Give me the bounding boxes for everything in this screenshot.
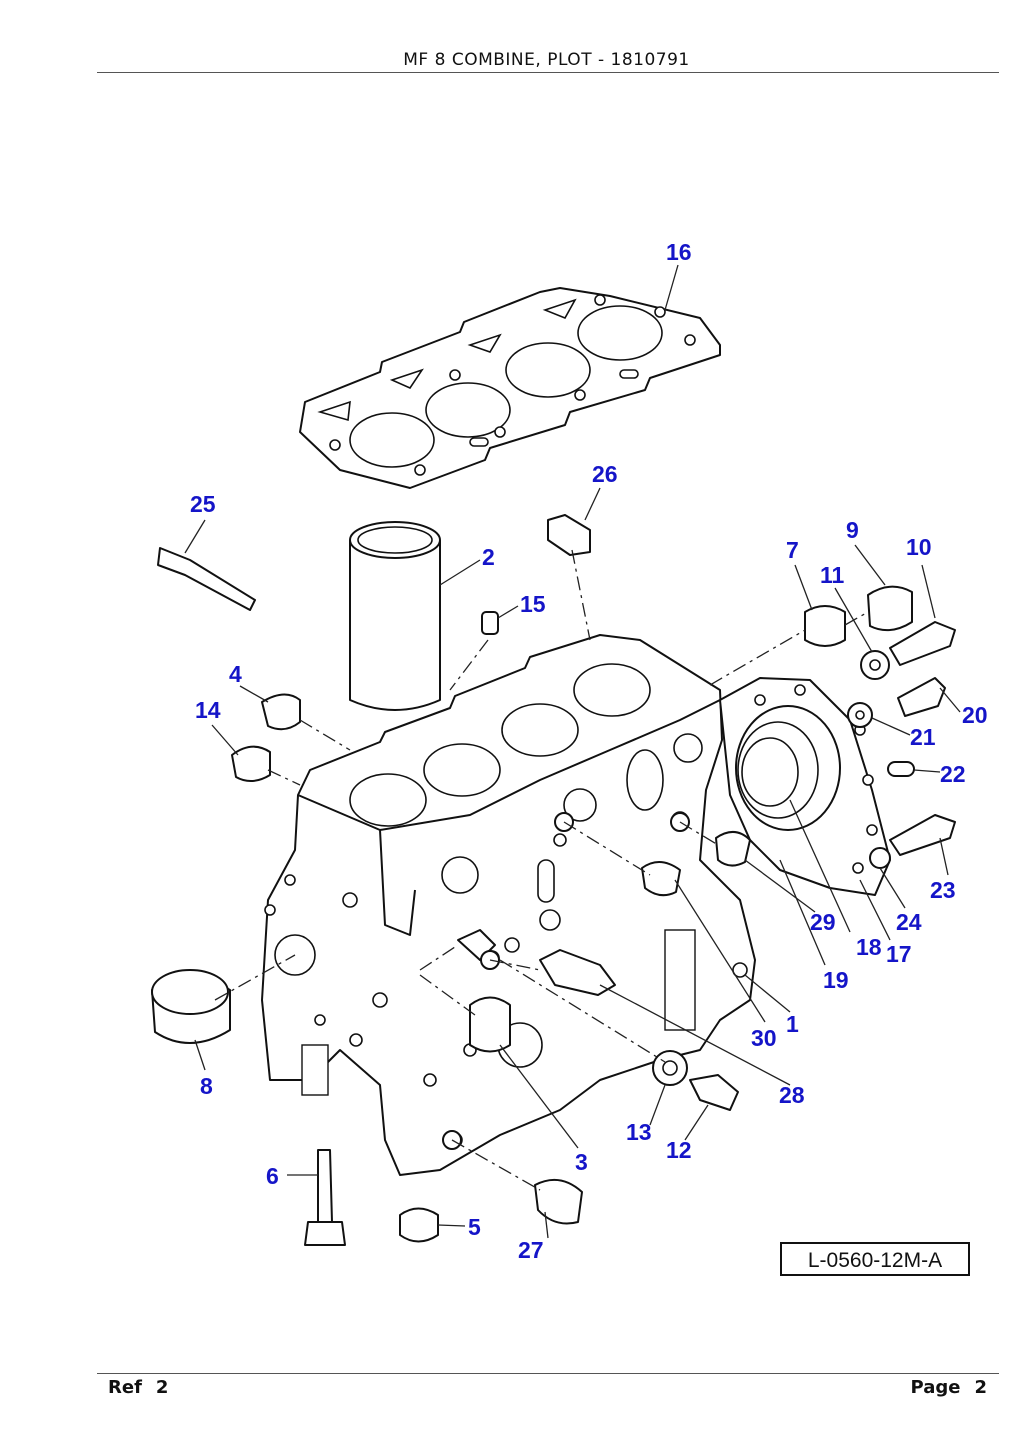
callout-1: 1 bbox=[786, 1011, 799, 1037]
callout-27: 27 bbox=[518, 1237, 544, 1263]
callout-22: 22 bbox=[940, 761, 966, 787]
callout-18: 18 bbox=[856, 934, 882, 960]
callout-4: 4 bbox=[229, 661, 242, 687]
callout-30: 30 bbox=[751, 1025, 777, 1051]
footer-divider bbox=[97, 1373, 999, 1374]
page-number: 2 bbox=[974, 1377, 987, 1398]
callout-15: 15 bbox=[520, 591, 546, 617]
callout-11: 11 bbox=[820, 562, 845, 588]
callout-3: 3 bbox=[575, 1149, 588, 1175]
callout-13: 13 bbox=[626, 1119, 652, 1145]
callout-2: 2 bbox=[482, 544, 495, 570]
callout-28: 28 bbox=[779, 1082, 805, 1108]
small-parts bbox=[151, 514, 956, 1246]
callout-10: 10 bbox=[906, 534, 932, 560]
head-gasket-part bbox=[299, 287, 721, 489]
callout-7: 7 bbox=[786, 537, 799, 563]
callout-6: 6 bbox=[266, 1163, 279, 1189]
cylinder-block-part bbox=[261, 634, 756, 1176]
callouts: 16 26 25 2 15 7 9 10 11 4 14 20 21 22 23… bbox=[190, 239, 988, 1263]
drawing-code: L-0560-12M-A bbox=[808, 1249, 942, 1272]
drawing-code-box: L-0560-12M-A bbox=[780, 1242, 970, 1276]
header-divider bbox=[97, 72, 999, 73]
callout-24: 24 bbox=[896, 909, 922, 935]
callout-5: 5 bbox=[468, 1214, 481, 1240]
footer-page: Page 2 bbox=[911, 1377, 987, 1398]
callout-20: 20 bbox=[962, 702, 988, 728]
callout-9: 9 bbox=[846, 517, 859, 543]
callout-21: 21 bbox=[910, 724, 936, 750]
callout-12: 12 bbox=[666, 1137, 692, 1163]
rear-seal-housing-part bbox=[719, 677, 891, 896]
footer-ref: Ref 2 bbox=[108, 1377, 168, 1398]
cylinder-liner-part bbox=[349, 521, 441, 711]
callout-16: 16 bbox=[666, 239, 692, 265]
callout-14: 14 bbox=[195, 697, 221, 723]
page-label: Page bbox=[910, 1377, 961, 1398]
callout-29: 29 bbox=[810, 909, 836, 935]
ref-label: Ref bbox=[108, 1377, 142, 1398]
callout-26: 26 bbox=[592, 461, 618, 487]
leader-lines bbox=[184, 264, 961, 1239]
page-title: MF 8 COMBINE, PLOT - 1810791 bbox=[403, 50, 690, 70]
callout-19: 19 bbox=[823, 967, 849, 993]
callout-25: 25 bbox=[190, 491, 216, 517]
callout-17: 17 bbox=[886, 941, 912, 967]
callout-23: 23 bbox=[930, 877, 956, 903]
ref-value: 2 bbox=[155, 1377, 169, 1398]
assembly-lines bbox=[214, 549, 869, 1191]
callout-8: 8 bbox=[200, 1073, 213, 1099]
